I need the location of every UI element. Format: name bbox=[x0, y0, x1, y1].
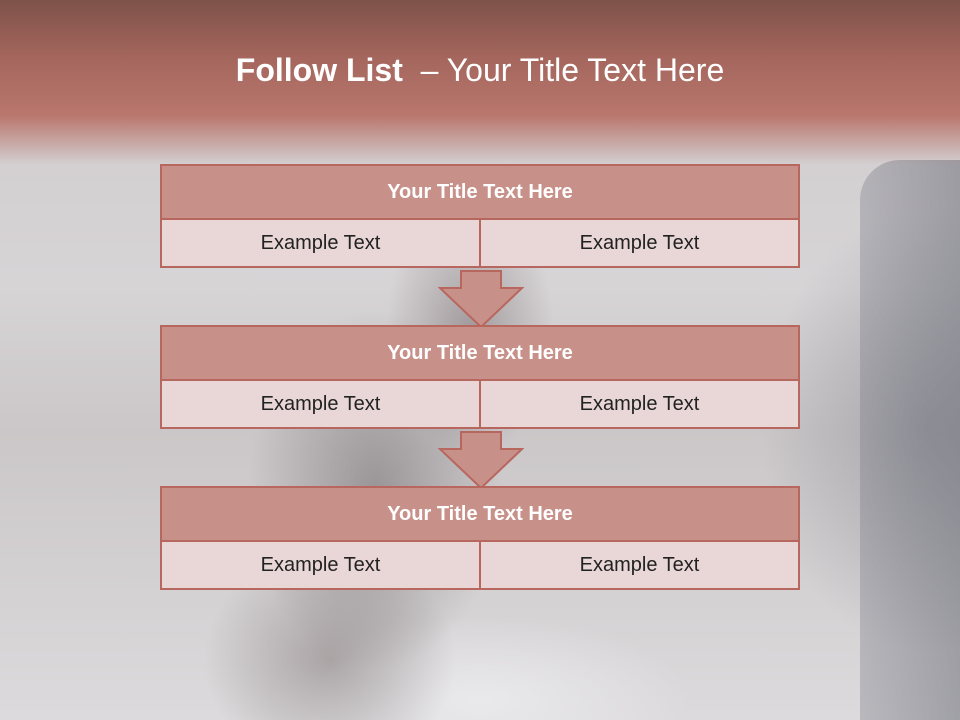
block-row: Example Text Example Text bbox=[160, 218, 800, 268]
block-left-cell[interactable]: Example Text bbox=[160, 379, 481, 429]
block-right-cell[interactable]: Example Text bbox=[479, 540, 800, 590]
block-row: Example Text Example Text bbox=[160, 379, 800, 429]
down-arrow-icon bbox=[438, 431, 524, 489]
block-row: Example Text Example Text bbox=[160, 540, 800, 590]
block-title[interactable]: Your Title Text Here bbox=[160, 325, 800, 381]
block-right-cell[interactable]: Example Text bbox=[479, 379, 800, 429]
list-block-2: Your Title Text Here Example Text Exampl… bbox=[160, 325, 800, 429]
slide-title-rest: – Your Title Text Here bbox=[402, 52, 725, 88]
list-block-3: Your Title Text Here Example Text Exampl… bbox=[160, 486, 800, 590]
list-block-1: Your Title Text Here Example Text Exampl… bbox=[160, 164, 800, 268]
block-title[interactable]: Your Title Text Here bbox=[160, 164, 800, 220]
background-suit-figure bbox=[860, 160, 960, 720]
header-band bbox=[0, 0, 960, 165]
down-arrow-icon bbox=[438, 270, 524, 328]
slide-title[interactable]: Follow List – Your Title Text Here bbox=[0, 52, 960, 89]
block-right-cell[interactable]: Example Text bbox=[479, 218, 800, 268]
block-left-cell[interactable]: Example Text bbox=[160, 218, 481, 268]
slide-title-bold: Follow List bbox=[235, 52, 403, 88]
block-left-cell[interactable]: Example Text bbox=[160, 540, 481, 590]
block-title[interactable]: Your Title Text Here bbox=[160, 486, 800, 542]
